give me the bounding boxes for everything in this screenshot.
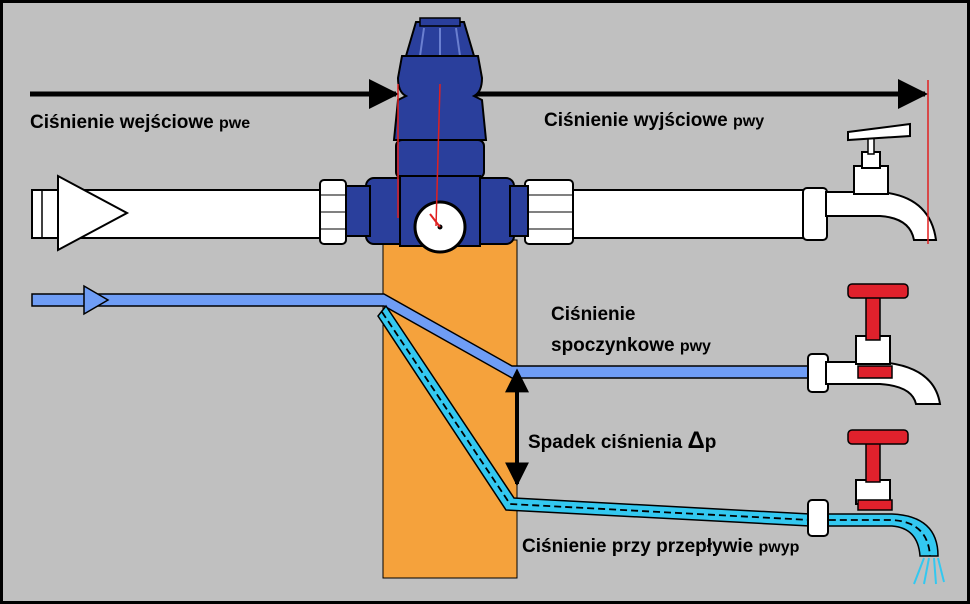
outlet-pressure-label: Ciśnienie wyjściowe pwy — [544, 110, 764, 131]
inlet-pipe — [31, 174, 347, 252]
outlet-measure-marker — [435, 83, 441, 227]
flow-tap — [807, 429, 945, 585]
red-handle-icon — [847, 429, 909, 445]
flow-direction-arrow — [83, 284, 110, 316]
static-pressure-label-line1: Ciśnienie — [551, 304, 635, 325]
inlet-pressure-label: Ciśnienie wejściowe pwe — [30, 112, 250, 133]
flow-direction-icon — [57, 174, 130, 252]
outlet-tap — [825, 122, 938, 241]
water-spray-icon — [913, 557, 945, 585]
static-tap — [807, 283, 942, 405]
flow-pressure-line — [377, 304, 939, 557]
pressure-drop-label: Spadek ciśnienia Δp — [528, 427, 716, 454]
outlet-pipe — [524, 179, 828, 245]
tap-handle — [847, 122, 911, 142]
red-handle-icon — [847, 283, 909, 299]
static-pressure-label-line2: spoczynkowe pwy — [551, 335, 711, 356]
flow-pressure-label: Ciśnienie przy przepływie pwyp — [522, 536, 800, 557]
